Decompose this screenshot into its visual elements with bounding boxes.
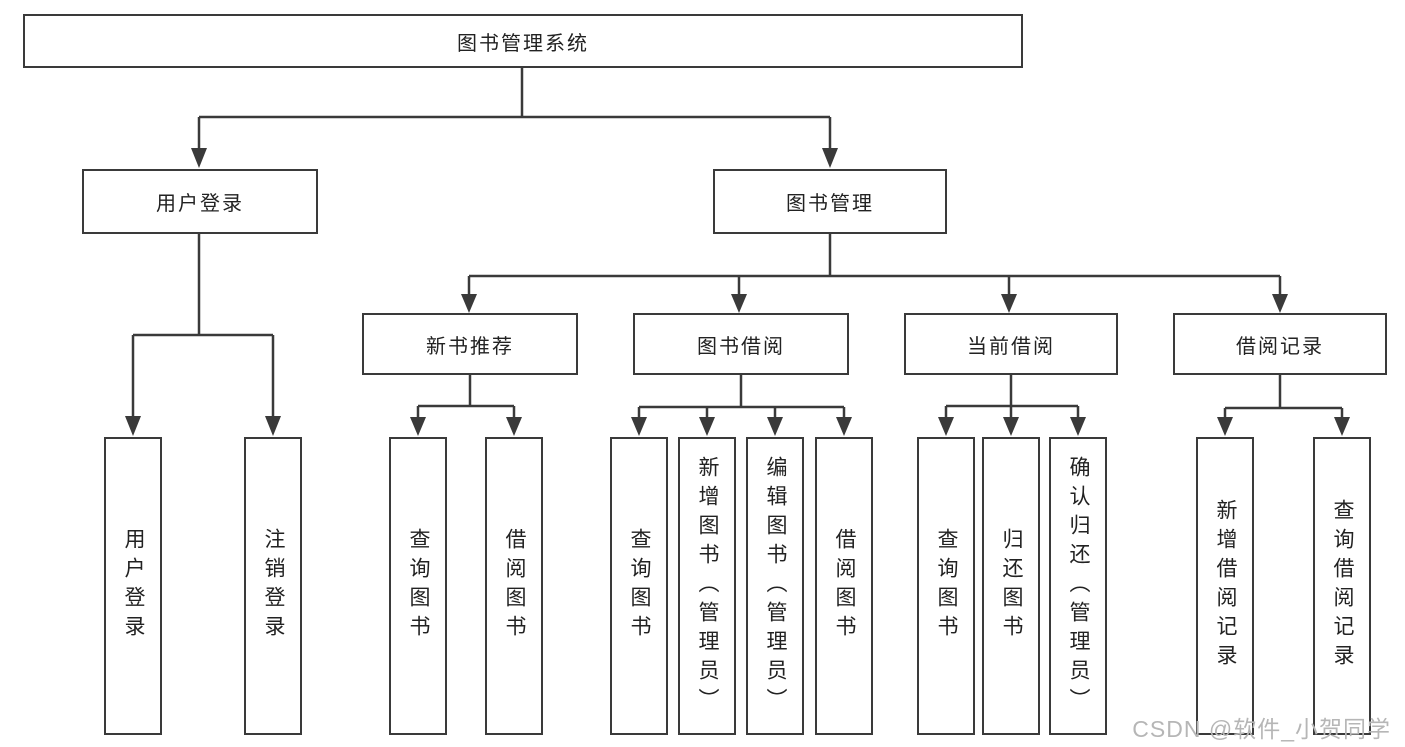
node-label: 借阅图书	[503, 528, 526, 644]
node-col-query-books-3: 查询图书	[917, 437, 975, 735]
node-col-borrow-books-1: 借阅图书	[485, 437, 543, 735]
node-col-confirm-return-admin: 确认归还（管理员）	[1049, 437, 1107, 735]
node-label: 查询图书	[407, 528, 430, 644]
node-user-login: 用户登录	[82, 169, 318, 234]
node-label: 确认归还（管理员）	[1067, 455, 1090, 717]
node-col-user-login: 用户登录	[104, 437, 162, 735]
node-new-book-recommendation: 新书推荐	[362, 313, 578, 375]
node-label: 注销登录	[262, 528, 285, 644]
node-col-query-books-1: 查询图书	[389, 437, 447, 735]
node-col-edit-books-admin: 编辑图书（管理员）	[746, 437, 804, 735]
node-col-add-books-admin: 新增图书（管理员）	[678, 437, 736, 735]
csdn-watermark: CSDN @软件_小贺同学	[1132, 716, 1391, 742]
node-label: 借阅图书	[833, 528, 856, 644]
node-label: 查询图书	[628, 528, 651, 644]
node-library-management-system: 图书管理系统	[23, 14, 1023, 68]
node-borrowing-records: 借阅记录	[1173, 313, 1387, 375]
node-label: 查询借阅记录	[1331, 499, 1354, 673]
node-col-add-borrow-record: 新增借阅记录	[1196, 437, 1254, 735]
node-label: 新增图书（管理员）	[696, 455, 719, 717]
node-label: 查询图书	[935, 528, 958, 644]
node-col-borrow-books-2: 借阅图书	[815, 437, 873, 735]
node-col-logout: 注销登录	[244, 437, 302, 735]
node-book-borrowing: 图书借阅	[633, 313, 849, 375]
node-col-query-books-2: 查询图书	[610, 437, 668, 735]
node-label: 用户登录	[122, 528, 145, 644]
node-label: 新增借阅记录	[1214, 499, 1237, 673]
node-book-management: 图书管理	[713, 169, 947, 234]
node-label: 归还图书	[1000, 528, 1023, 644]
node-current-borrowing: 当前借阅	[904, 313, 1118, 375]
node-label: 编辑图书（管理员）	[764, 455, 787, 717]
node-col-return-books: 归还图书	[982, 437, 1040, 735]
node-col-query-borrow-record: 查询借阅记录	[1313, 437, 1371, 735]
